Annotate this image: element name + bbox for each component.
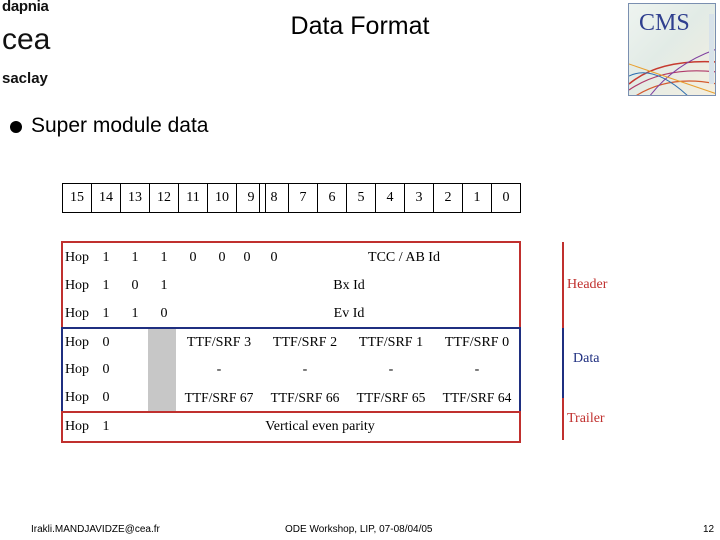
row-7-hop: Hop bbox=[64, 419, 90, 434]
row-6-field-3: TTF/SRF 67 bbox=[184, 390, 254, 405]
logo-cea-text: cea bbox=[2, 23, 51, 56]
grey-cell bbox=[148, 328, 176, 412]
row-1-field: TCC / AB Id bbox=[368, 250, 440, 265]
footer-email: Irakli.MANDJAVIDZE@cea.fr bbox=[31, 524, 160, 535]
bit-12: 12 bbox=[157, 190, 171, 205]
cms-logo-text: CMS bbox=[639, 10, 690, 36]
bit-3: 3 bbox=[415, 190, 423, 205]
bit-header-cell: 9 bbox=[236, 183, 266, 213]
bullet-dot bbox=[10, 121, 22, 133]
row-5-field-3: - bbox=[216, 362, 222, 377]
row-6-field-1: TTF/SRF 65 bbox=[356, 390, 426, 405]
row-1-bit9: 0 bbox=[243, 250, 251, 265]
bit-header-cell: 0 bbox=[491, 183, 521, 213]
row-3-hop: Hop bbox=[64, 306, 90, 321]
row-4-field-2: TTF/SRF 2 bbox=[272, 335, 338, 350]
bit-7: 7 bbox=[299, 190, 307, 205]
bit-13: 13 bbox=[128, 190, 142, 205]
row-1-bit14: 1 bbox=[102, 250, 110, 265]
row-5-field-2: - bbox=[302, 362, 308, 377]
row-2-field: Bx Id bbox=[333, 278, 365, 293]
bit-15: 15 bbox=[70, 190, 84, 205]
header-label: Header bbox=[567, 277, 608, 292]
trailer-section-outline bbox=[61, 411, 521, 443]
bit-11: 11 bbox=[186, 190, 200, 205]
footer-event: ODE Workshop, LIP, 07-08/04/05 bbox=[285, 524, 433, 535]
row-4-field-1: TTF/SRF 1 bbox=[358, 335, 424, 350]
row-6-field-0: TTF/SRF 64 bbox=[442, 390, 512, 405]
cms-logo: CMS bbox=[628, 3, 716, 96]
row-4-field-3: TTF/SRF 3 bbox=[186, 335, 252, 350]
data-label: Data bbox=[573, 351, 600, 366]
row-4-bit14: 0 bbox=[102, 335, 110, 350]
bit-1: 1 bbox=[473, 190, 481, 205]
row-5-bit14: 0 bbox=[102, 362, 110, 377]
logo-saclay-text: saclay bbox=[2, 70, 48, 87]
row-5-field-0: - bbox=[474, 362, 480, 377]
row-4-field-0: TTF/SRF 0 bbox=[444, 335, 510, 350]
bit-0: 0 bbox=[502, 190, 510, 205]
row-4-hop: Hop bbox=[64, 335, 90, 350]
row-1-bit8: 0 bbox=[270, 250, 278, 265]
row-2-bit14: 1 bbox=[102, 278, 110, 293]
row-5-hop: Hop bbox=[64, 362, 90, 377]
row-7-bit14: 1 bbox=[102, 419, 110, 434]
bit-2: 2 bbox=[444, 190, 452, 205]
row-1-bit13: 1 bbox=[131, 250, 139, 265]
row-6-bit14: 0 bbox=[102, 390, 110, 405]
bit-8: 8 bbox=[270, 190, 278, 205]
row-6-field-2: TTF/SRF 66 bbox=[270, 390, 340, 405]
row-2-bit12: 1 bbox=[160, 278, 168, 293]
row-1-bit11: 0 bbox=[189, 250, 197, 265]
bit-5: 5 bbox=[357, 190, 365, 205]
row-3-bit14: 1 bbox=[102, 306, 110, 321]
bit-4: 4 bbox=[386, 190, 394, 205]
row-6-hop: Hop bbox=[64, 390, 90, 405]
dapnia-logo: dapnia cea saclay bbox=[2, 0, 62, 92]
row-3-field: Ev Id bbox=[333, 306, 365, 321]
logo-dapnia-text: dapnia bbox=[2, 0, 49, 15]
row-2-bit13: 0 bbox=[131, 278, 139, 293]
bit-10: 10 bbox=[215, 190, 229, 205]
bullet-text: Super module data bbox=[31, 114, 209, 137]
trailer-label: Trailer bbox=[567, 411, 605, 426]
bit-6: 6 bbox=[328, 190, 336, 205]
row-1-bit12: 1 bbox=[160, 250, 168, 265]
row-5-field-1: - bbox=[388, 362, 394, 377]
cms-logo-graphic bbox=[629, 14, 715, 95]
bit-9: 9 bbox=[247, 190, 255, 205]
bit-14: 14 bbox=[99, 190, 113, 205]
row-3-bit13: 1 bbox=[131, 306, 139, 321]
row-2-hop: Hop bbox=[64, 278, 90, 293]
row-1-bit10: 0 bbox=[218, 250, 226, 265]
row-1-hop: Hop bbox=[64, 250, 90, 265]
footer-page-number: 12 bbox=[703, 524, 715, 535]
row-7-field: Vertical even parity bbox=[265, 419, 375, 434]
row-3-bit12: 0 bbox=[160, 306, 168, 321]
page-title: Data Format bbox=[290, 12, 430, 40]
